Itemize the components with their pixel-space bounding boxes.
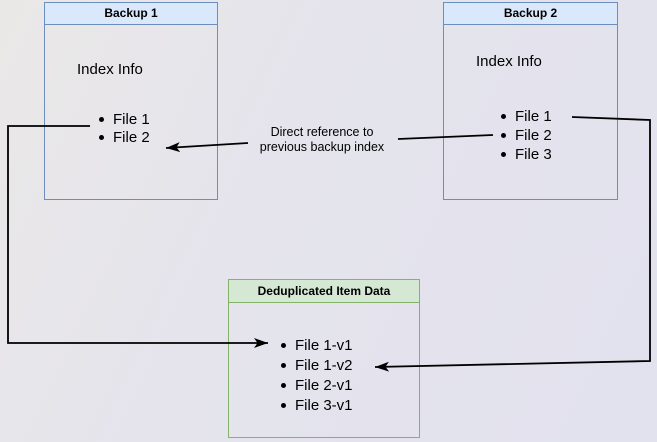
backup1-file-list: File 1 File 2: [99, 110, 150, 146]
backup1-title: Backup 1: [104, 6, 158, 20]
bullet-dot-icon: [281, 362, 286, 368]
edge-label-line1: Direct reference to: [270, 125, 374, 139]
file-label: File 3-v1: [295, 396, 353, 414]
file-label: File 2: [515, 127, 552, 144]
file-label: File 1: [113, 110, 150, 128]
bullet-dot-icon: [501, 114, 506, 119]
bullet-dot-icon: [99, 116, 104, 122]
bullet-dot-icon: [501, 133, 506, 138]
list-item: File 3-v1: [281, 395, 353, 415]
list-item: File 2: [501, 126, 552, 145]
bullet-dot-icon: [281, 342, 286, 348]
list-item: File 2-v1: [281, 375, 353, 395]
file-label: File 1: [515, 108, 552, 125]
file-label: File 2-v1: [295, 376, 353, 394]
bullet-dot-icon: [99, 134, 104, 140]
backup2-header: Backup 2: [444, 3, 617, 25]
backup1-box: Backup 1 Index Info File 1 File 2: [44, 2, 218, 200]
dedup-file-list: File 1-v1 File 1-v2 File 2-v1 File 3-v1: [281, 335, 353, 415]
dedup-title: Deduplicated Item Data: [257, 284, 391, 298]
list-item: File 1: [501, 107, 552, 126]
bullet-dot-icon: [281, 402, 286, 408]
bullet-dot-icon: [281, 382, 286, 388]
backup2-file-list: File 1 File 2 File 3: [501, 107, 552, 164]
backup2-title: Backup 2: [503, 6, 558, 20]
edge-label-line2: previous backup index: [259, 140, 385, 154]
backup1-header: Backup 1: [45, 3, 217, 25]
file-label: File 3: [515, 146, 552, 163]
list-item: File 1-v2: [281, 355, 353, 375]
list-item: File 2: [99, 128, 150, 146]
file-label: File 1-v1: [295, 336, 353, 354]
list-item: File 3: [501, 145, 552, 164]
reference-edge-label: Direct reference to previous backup inde…: [234, 125, 410, 155]
dedup-header: Deduplicated Item Data: [229, 280, 419, 303]
file-label: File 2: [113, 128, 150, 146]
list-item: File 1: [99, 110, 150, 128]
file-label: File 1-v2: [295, 356, 353, 374]
bullet-dot-icon: [501, 152, 506, 157]
backup1-index-info-label: Index Info: [77, 61, 143, 78]
list-item: File 1-v1: [281, 335, 353, 355]
backup2-box: Backup 2 Index Info File 1 File 2 File 3: [443, 2, 618, 200]
backup2-index-info-label: Index Info: [476, 53, 542, 70]
dedup-box: Deduplicated Item Data File 1-v1 File 1-…: [228, 279, 420, 438]
